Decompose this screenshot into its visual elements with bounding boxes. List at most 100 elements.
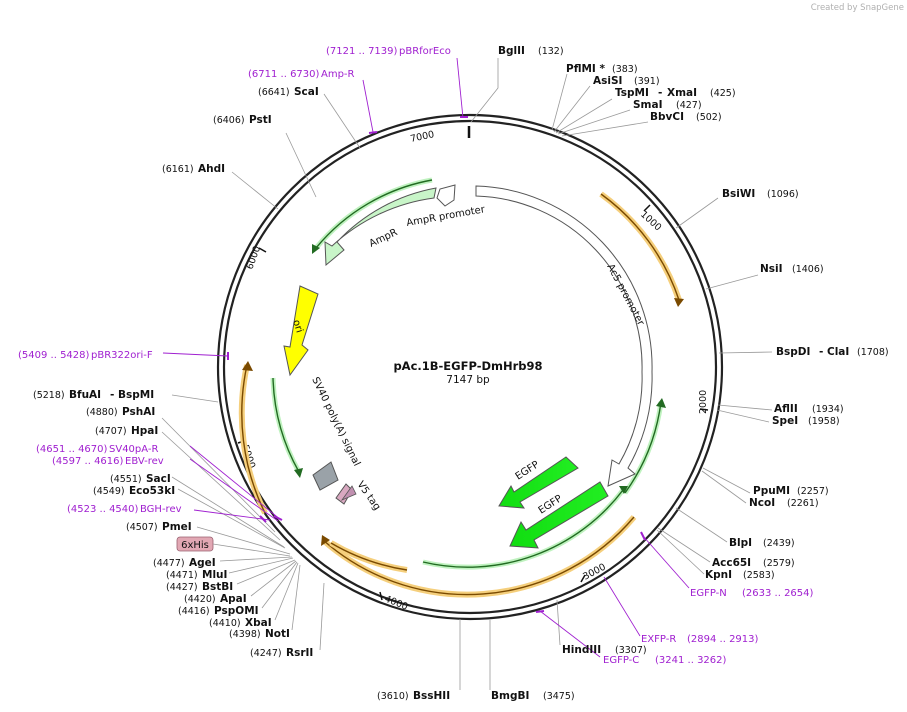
svg-text:(6641): (6641) [258,87,290,98]
svg-text:(1934): (1934) [812,404,844,415]
site-bsshii: (3610) BssHII [377,690,450,702]
svg-text:(4549): (4549) [93,486,125,497]
site-mlui: (4471) MluI [166,569,227,581]
site-kpni: KpnI (2583) [705,569,775,581]
site-pmei: (4507) PmeI [126,521,192,533]
sv40-polya-label: SV40 poly(A) signal [309,375,362,468]
ori-label: ori [290,319,304,335]
svg-text:(383): (383) [612,64,638,75]
svg-text:(4651 .. 4670): (4651 .. 4670) [36,444,108,455]
primer-bgh-rev: (4523 .. 4540) BGH-rev [67,504,182,515]
svg-text:BbvCI: BbvCI [650,111,684,123]
svg-text:BfuAI: BfuAI [69,389,101,401]
svg-text:NcoI: NcoI [749,497,775,509]
primer-egfp-n: EGFP-N (2633 .. 2654) [690,588,814,599]
site-nsii: NsiI (1406) [760,263,824,275]
svg-text:MluI: MluI [202,569,227,581]
site-bfuai-bspmi: (5218) BfuAI - BspMI [33,389,154,401]
svg-text:EBV-rev: EBV-rev [125,456,164,467]
svg-text:BGH-rev: BGH-rev [140,504,182,515]
svg-text:PpuMI: PpuMI [753,485,790,497]
svg-text:HpaI: HpaI [131,425,158,437]
ampr-arrow [324,187,437,267]
sv40-polya-block [312,461,339,491]
site-bspdi-clai: BspDI - ClaI (1708) [776,346,889,358]
site-saci: (4551) SacI [110,473,171,485]
svg-text:KpnI: KpnI [705,569,732,581]
svg-text:TspMI: TspMI [615,87,649,99]
svg-text:(427): (427) [676,100,702,111]
svg-text:BglII: BglII [498,45,525,57]
svg-text:(5218): (5218) [33,390,65,401]
ampr-label: AmpR [368,227,400,250]
v5-tag-label: V5 tag [355,479,383,512]
primer-ebv-rev: (4597 .. 4616) EBV-rev [52,456,164,467]
svg-text:NotI: NotI [265,628,290,640]
svg-text:PstI: PstI [249,114,272,126]
svg-text:ScaI: ScaI [294,86,319,98]
primer-egfp-c: EGFP-C (3241 .. 3262) [603,655,727,666]
svg-text:PmeI: PmeI [162,521,192,533]
svg-text:pBRforEco: pBRforEco [399,46,451,57]
svg-text:(4477): (4477) [153,558,185,569]
svg-text:BsiWI: BsiWI [722,188,755,200]
svg-text:(5409 .. 5428): (5409 .. 5428) [18,350,90,361]
svg-text:SpeI: SpeI [772,415,798,427]
tick-2000: 2000 [698,390,709,414]
backbone-outer [216,113,724,621]
svg-text:-: - [658,87,662,99]
site-bglii: BglII (132) [498,45,564,57]
svg-text:Amp-R: Amp-R [321,69,355,80]
primer-pbr322ori-f: (5409 .. 5428) pBR322ori-F [18,350,153,361]
svg-text:AhdI: AhdI [198,163,225,175]
egfp-arrow-2 [509,481,609,549]
svg-text:(2257): (2257) [797,486,829,497]
svg-text:(3307): (3307) [615,645,647,656]
svg-text:PflMI *: PflMI * [566,63,605,75]
site-ahdi: (6161) AhdI [162,163,225,175]
egfp-arrow-1 [498,456,579,509]
svg-text:(2583): (2583) [743,570,775,581]
svg-text:(4597 .. 4616): (4597 .. 4616) [52,456,124,467]
svg-text:(6711 .. 6730): (6711 .. 6730) [248,69,320,80]
svg-text:(6406): (6406) [213,115,245,126]
svg-text:PspOMI: PspOMI [214,605,259,617]
site-hindiii: HindIII (3307) [562,644,647,656]
svg-text:(1096): (1096) [767,189,799,200]
svg-text:PshAI: PshAI [122,406,155,418]
svg-text:2000: 2000 [698,390,709,414]
svg-text:(3475): (3475) [543,691,575,702]
svg-text:Eco53kI: Eco53kI [129,485,175,497]
backbone-inner [222,119,718,615]
svg-text:(4247): (4247) [250,648,282,659]
svg-text:NsiI: NsiI [760,263,783,275]
primer-amp-r: (6711 .. 6730) Amp-R [248,69,355,80]
site-rsrii: (4247) RsrII [250,647,313,659]
svg-text:BstBI: BstBI [202,581,233,593]
svg-text:BspDI: BspDI [776,346,810,358]
primer-exfp-r: EXFP-R (2894 .. 2913) [641,634,759,645]
site-bstbi: (4427) BstBI [166,581,233,593]
svg-text:(4416): (4416) [178,606,210,617]
site-apai: (4420) ApaI [184,593,247,605]
site-blpi: BlpI (2439) [729,537,795,549]
svg-text:(1958): (1958) [808,416,840,427]
site-spei: SpeI (1958) [772,415,840,427]
ampr-promoter-arrow [436,184,456,207]
primer-sv40pa-r: (4651 .. 4670) SV40pA-R [36,444,158,455]
his-tag-label: 6xHis [181,540,209,551]
svg-text:(1406): (1406) [792,264,824,275]
svg-text:(4507): (4507) [126,522,158,533]
site-ncoi: NcoI (2261) [749,497,819,509]
svg-text:-: - [110,389,114,401]
svg-text:(7121 .. 7139): (7121 .. 7139) [326,46,398,57]
svg-text:(2633 .. 2654): (2633 .. 2654) [742,588,814,599]
svg-text:BssHII: BssHII [413,690,450,702]
svg-text:XbaI: XbaI [245,617,272,629]
site-tspmi-xmai: TspMI - XmaI (425) [615,87,736,99]
svg-text:HindIII: HindIII [562,644,601,656]
site-bbvci: BbvCI (502) [650,111,722,123]
svg-text:(391): (391) [634,76,660,87]
svg-text:(2894 .. 2913): (2894 .. 2913) [687,634,759,645]
